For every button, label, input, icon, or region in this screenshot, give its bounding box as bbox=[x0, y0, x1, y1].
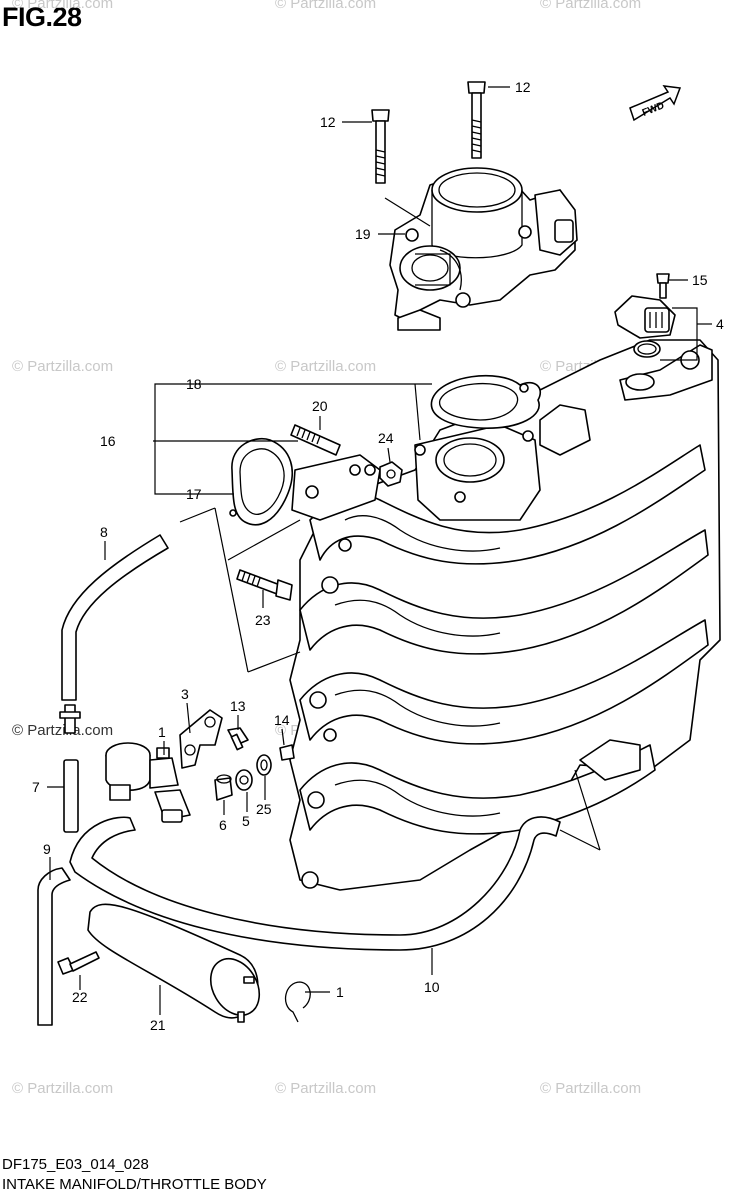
callout-8: 8 bbox=[100, 524, 108, 540]
collar-7 bbox=[214, 774, 233, 801]
sensor-5 bbox=[614, 295, 676, 339]
callout-10: 9 bbox=[43, 841, 51, 857]
callout-15: 15 bbox=[692, 272, 708, 288]
parts-diagram: FWD bbox=[32, 79, 724, 1033]
gasket-17 bbox=[229, 438, 294, 526]
canister-20 bbox=[87, 903, 261, 1023]
hose-9 bbox=[63, 759, 79, 833]
callout-25: 25 bbox=[256, 801, 272, 817]
callout-12: 12 bbox=[320, 114, 336, 130]
throttle-body bbox=[389, 167, 578, 331]
callout-3: 1 bbox=[158, 724, 166, 740]
nut-24 bbox=[364, 461, 403, 487]
clip-1 bbox=[284, 981, 311, 1023]
washer-25 bbox=[256, 754, 272, 776]
figure-code: DF175_E03_014_028 bbox=[2, 1156, 149, 1173]
callout-numbers: 12 12 19 15 4 18 20 16 24 17 8 23 3 13 1… bbox=[32, 79, 724, 1033]
callout-1: 1 bbox=[336, 984, 344, 1000]
watermark: © Partzilla.com bbox=[12, 722, 114, 739]
watermark: © Partzilla.com bbox=[275, 0, 377, 12]
callout-6: 5 bbox=[242, 813, 250, 829]
callout-18: 18 bbox=[186, 376, 202, 392]
bolt-22 bbox=[57, 951, 100, 975]
watermark: © Partzilla.com bbox=[275, 358, 377, 375]
callout-23: 23 bbox=[255, 612, 271, 628]
watermark: © Partzilla.com bbox=[12, 0, 114, 12]
hose-8 bbox=[61, 534, 169, 701]
callout-21: 20 bbox=[312, 398, 328, 414]
callout-20: 21 bbox=[150, 1017, 166, 1033]
solenoid-valve-3 bbox=[105, 742, 191, 823]
grommet-6 bbox=[235, 769, 253, 791]
hose-10 bbox=[37, 867, 71, 1026]
bolt-12-left bbox=[371, 109, 390, 184]
hose-connector bbox=[59, 704, 81, 734]
hose-11 bbox=[69, 816, 561, 951]
watermark: © Partzilla.com bbox=[540, 0, 642, 12]
bolt-14 bbox=[279, 744, 295, 761]
callout-13: 13 bbox=[230, 698, 246, 714]
fwd-arrow-icon: FWD bbox=[629, 85, 682, 122]
callout-24: 24 bbox=[378, 430, 394, 446]
callout-22: 22 bbox=[72, 989, 88, 1005]
bracket-4 bbox=[179, 709, 223, 769]
o-ring-5 bbox=[633, 340, 661, 358]
callout-16: 16 bbox=[100, 433, 116, 449]
watermark: © Partzilla.com bbox=[12, 1080, 114, 1097]
watermark: © Partzilla.com bbox=[275, 1080, 377, 1097]
watermark: © Partzilla.com bbox=[540, 1080, 642, 1097]
screw-15 bbox=[656, 273, 670, 299]
watermark: © Partzilla.com bbox=[12, 358, 114, 375]
stud-21 bbox=[290, 424, 341, 456]
callout-9: 7 bbox=[32, 779, 40, 795]
callout-12: 12 bbox=[515, 79, 531, 95]
callout-14: 14 bbox=[274, 712, 290, 728]
bolt-23 bbox=[236, 569, 293, 601]
leader-lines bbox=[47, 86, 712, 1015]
callout-19: 19 bbox=[355, 226, 371, 242]
gasket-18 bbox=[430, 374, 542, 429]
callout-11: 10 bbox=[424, 979, 440, 995]
figure-caption: INTAKE MANIFOLD/THROTTLE BODY bbox=[2, 1176, 267, 1193]
callout-7: 6 bbox=[219, 817, 227, 833]
callout-4: 3 bbox=[181, 686, 189, 702]
bolt-12-right bbox=[467, 81, 486, 159]
callout-5: 4 bbox=[716, 316, 724, 332]
callout-17: 17 bbox=[186, 486, 202, 502]
figure-title: FIG.28 bbox=[2, 2, 82, 32]
screw-13 bbox=[227, 727, 249, 751]
